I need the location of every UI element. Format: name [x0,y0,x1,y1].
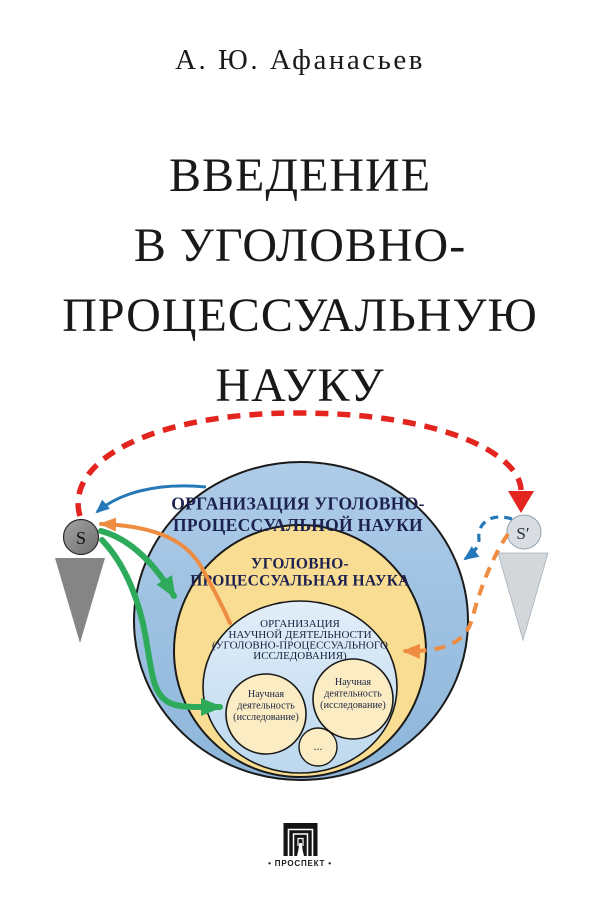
green-arrow-short [98,528,177,599]
org-circle-label-line4: ИССЛЕДОВАНИЯ) [253,650,347,662]
prospekt-logo-mark [283,823,318,856]
outer-circle-label-line1: ОРГАНИЗАЦИЯ УГОЛОВНО- [171,494,424,514]
subject-s-prime-body-triangle [497,552,549,642]
research-right-label-line1: Научная [335,677,372,688]
research-left-label-line2: деятельность [237,701,295,712]
org-circle-label-line2: НАУЧНОЙ ДЕЯТЕЛЬНОСТИ [228,629,371,641]
green-arrow-long [99,537,223,717]
ellipsis-circle [298,727,338,767]
outer-circle-label-line2: ПРОЦЕССУАЛЬНОЙ НАУКИ [173,515,423,535]
publisher-name: • ПРОСПЕКТ • [268,859,332,868]
research-circle-right [312,658,394,740]
ellipsis-label: ... [314,739,323,753]
science-circle-label-line2: ПРОЦЕССУАЛЬНАЯ НАУКА [190,573,410,590]
orange-dashed-arrow-from-s-prime [402,532,510,659]
subject-s-figure: S [55,518,105,643]
author-name: А. Ю. Афанасьев [175,44,425,76]
subject-s-prime-figure: S′ [497,514,549,642]
research-right-label-line3: (исследование) [320,700,386,711]
publisher-logo: • ПРОСПЕКТ • [268,823,332,868]
research-right-label-line2: деятельность [324,689,382,700]
title-line-3: ПРОЦЕССУАЛЬНУЮ [62,289,538,342]
title-line-2: В УГОЛОВНО- [133,219,467,272]
blue-dashed-arrow-from-s-prime [463,515,513,561]
subject-s-prime-head-circle [506,514,542,550]
subject-s-prime-label: S′ [516,524,529,543]
blue-solid-arrow-to-subject [95,484,207,514]
org-circle-label-line3: (УГОЛОВНО-ПРОЦЕССУАЛЬНОГО [212,640,388,652]
science-organization-diagram: ОРГАНИЗАЦИЯ УГОЛОВНО- ПРОЦЕССУАЛЬНОЙ НАУ… [55,410,549,781]
research-left-label-line3: (исследование) [233,712,299,723]
red-dashed-feedback-arc [75,410,524,517]
research-left-label-line1: Научная [248,689,285,700]
book-title: ВВЕДЕНИЕ В УГОЛОВНО- ПРОЦЕССУАЛЬНУЮ НАУК… [0,141,600,421]
title-line-1: ВВЕДЕНИЕ [168,149,432,202]
science-circle-label-line1: УГОЛОВНО- [251,556,349,573]
red-arrowhead [508,491,534,513]
subject-s-body-triangle [55,558,105,643]
subject-s-label: S [76,528,86,548]
subject-s-head-circle [62,518,100,556]
orange-solid-arrow-to-subject [99,517,232,625]
org-circle-label-line1: ОРГАНИЗАЦИЯ [260,618,340,630]
title-line-4: НАУКУ [215,359,385,412]
research-circle-left [225,673,307,755]
